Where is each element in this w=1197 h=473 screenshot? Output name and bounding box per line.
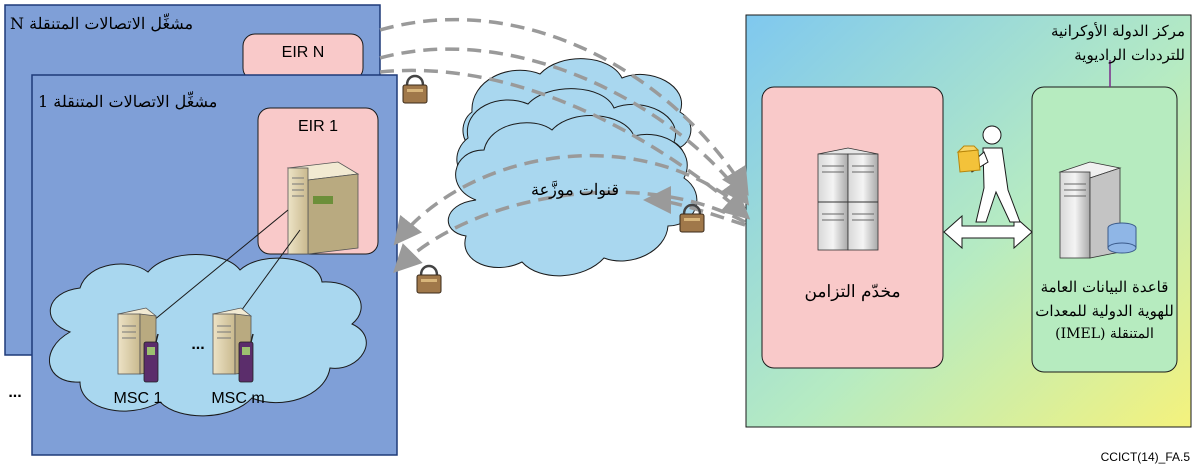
padlock-icon-top <box>402 74 428 104</box>
link-eir-msc1 <box>147 209 289 326</box>
operator-n-title: مشغِّل الاتصالات المتنقلة N <box>10 14 194 33</box>
database-server-icon <box>1058 161 1137 259</box>
msc-1-label: MSC 1 <box>113 390 163 407</box>
padlock-icon-middle <box>679 203 705 233</box>
center-title-line1: مركز الدولة الأوكرانية <box>1050 22 1185 40</box>
database-label-line2: للهوية الدولية للمعدات <box>1035 302 1174 320</box>
operators-stack-ellipsis: ... <box>8 384 22 401</box>
msc-1-icon <box>117 307 159 383</box>
msc-ellipsis: ... <box>191 336 205 353</box>
operator-1-title: مشغِّل الاتصالات المتنقلة 1 <box>38 92 218 111</box>
courier-person-icon <box>956 125 1021 223</box>
msc-m-label: MSC m <box>211 390 265 407</box>
center-title-line2: للترددات الراديوية <box>1074 46 1185 64</box>
padlock-icon-bottom <box>416 264 442 294</box>
eir-1-label: EIR 1 <box>297 118 338 135</box>
msc-cloud <box>49 254 367 417</box>
sync-server-label: مخدّم التزامن <box>804 282 901 302</box>
sync-database-double-arrow <box>943 214 1033 250</box>
msc-m-icon <box>212 307 254 383</box>
eir-server-icon <box>286 161 360 255</box>
distributed-channels-label: قنوات موزَّعة <box>530 180 620 199</box>
eir-n-label: EIR N <box>281 44 325 61</box>
distributed-channels-cloud <box>447 58 698 277</box>
database-label-line1: قاعدة البيانات العامة <box>1040 278 1169 296</box>
database-label-line3: المتنقلة (IMEL) <box>1055 326 1154 342</box>
link-eir-mscm <box>232 229 301 323</box>
figure-id: CCICT(14)_FA.5 <box>1100 450 1190 464</box>
sync-server-icon <box>817 147 879 251</box>
data-flow-arrows <box>379 17 751 273</box>
